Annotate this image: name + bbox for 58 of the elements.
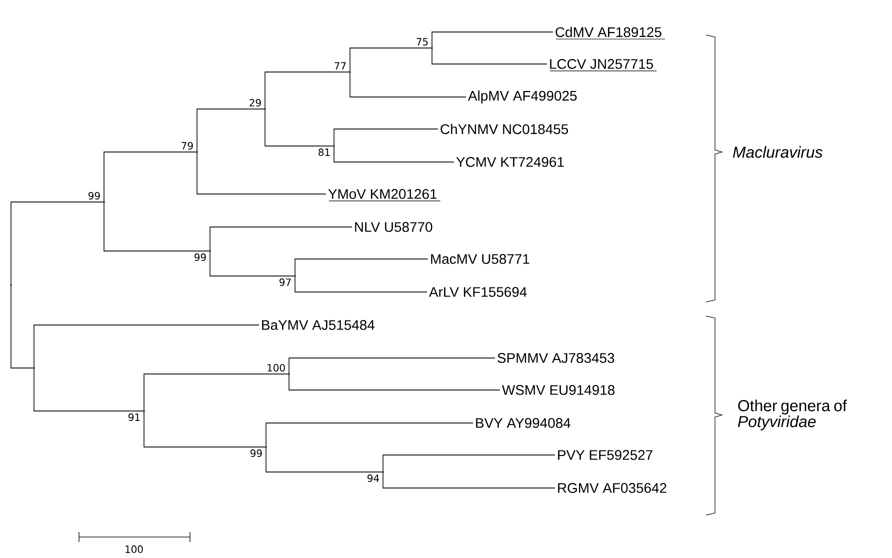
tree-branch — [266, 422, 474, 448]
leaf-label: ArLV KF155694 — [428, 287, 527, 297]
tree-branch — [294, 258, 428, 276]
tree-branch — [104, 152, 198, 202]
tree-branch — [34, 324, 260, 368]
bootstrap-value: 97 — [280, 278, 291, 286]
tree-branch — [10, 202, 104, 286]
leaf-label: YCMV KT724961 — [456, 157, 564, 167]
bootstrap-value: 77 — [334, 62, 346, 70]
leaf-label: CdMV AF189125 — [556, 26, 662, 38]
tree-branch — [34, 368, 144, 412]
tree-branch — [382, 472, 556, 488]
tree-branch — [350, 48, 432, 72]
group-label: Other genera of Potyviridae — [738, 400, 847, 430]
tree-branch — [210, 250, 296, 276]
leaf-label: RGMV AF035642 — [558, 483, 666, 493]
bootstrap-value: 79 — [182, 142, 193, 150]
leaf-label: YMoV KM201261 — [328, 189, 437, 199]
bootstrap-value: 91 — [128, 413, 140, 421]
tree-branch — [334, 128, 438, 146]
leaf-label: WSMV EU914918 — [502, 385, 615, 395]
leaf-label: AlpMV AF499025 — [468, 90, 577, 104]
tree-branch — [144, 374, 290, 412]
leaf-label: BaYMV AJ515484 — [262, 320, 374, 330]
tree-branch — [334, 146, 454, 162]
tree-branch — [10, 284, 34, 368]
leaf-label: NLV U58770 — [355, 222, 432, 232]
group-label: Macluravirus — [732, 146, 822, 158]
leaf-label: SPMMV AJ783453 — [498, 353, 614, 363]
tree-branch — [196, 108, 266, 152]
bootstrap-value: 100 — [268, 364, 285, 372]
tree-branch — [350, 72, 466, 98]
tree-branch — [196, 152, 326, 194]
bootstrap-value: 99 — [88, 192, 100, 200]
leaf-label: BVY AY994084 — [476, 418, 570, 428]
tree-branch — [266, 446, 384, 472]
bootstrap-value: 75 — [416, 38, 428, 46]
tree-branch — [288, 358, 496, 374]
bootstrap-value: 94 — [368, 474, 379, 482]
leaf-label: PVY EF592527 — [558, 450, 652, 460]
leaf-label: MacMV U58771 — [431, 254, 530, 264]
leaf-label: LCCV JN257715 — [550, 59, 653, 69]
tree-branch — [144, 410, 266, 448]
tree-branch — [264, 108, 334, 146]
bootstrap-value: 99 — [250, 449, 262, 457]
leaf-label: ChYNMV NC018455 — [440, 124, 568, 134]
bootstrap-value: 81 — [318, 148, 330, 156]
tree-branch — [264, 72, 350, 110]
tree-branch — [104, 202, 210, 252]
tree-branch — [288, 374, 500, 390]
bootstrap-value: 99 — [194, 253, 206, 261]
tree-branch — [432, 48, 548, 64]
bootstrap-value: 29 — [250, 99, 261, 107]
scale-label: 100 — [126, 545, 143, 553]
tree-branch — [294, 276, 428, 292]
tree-branch — [432, 32, 554, 48]
tree-branch — [382, 454, 556, 472]
tree-branch — [210, 226, 352, 252]
